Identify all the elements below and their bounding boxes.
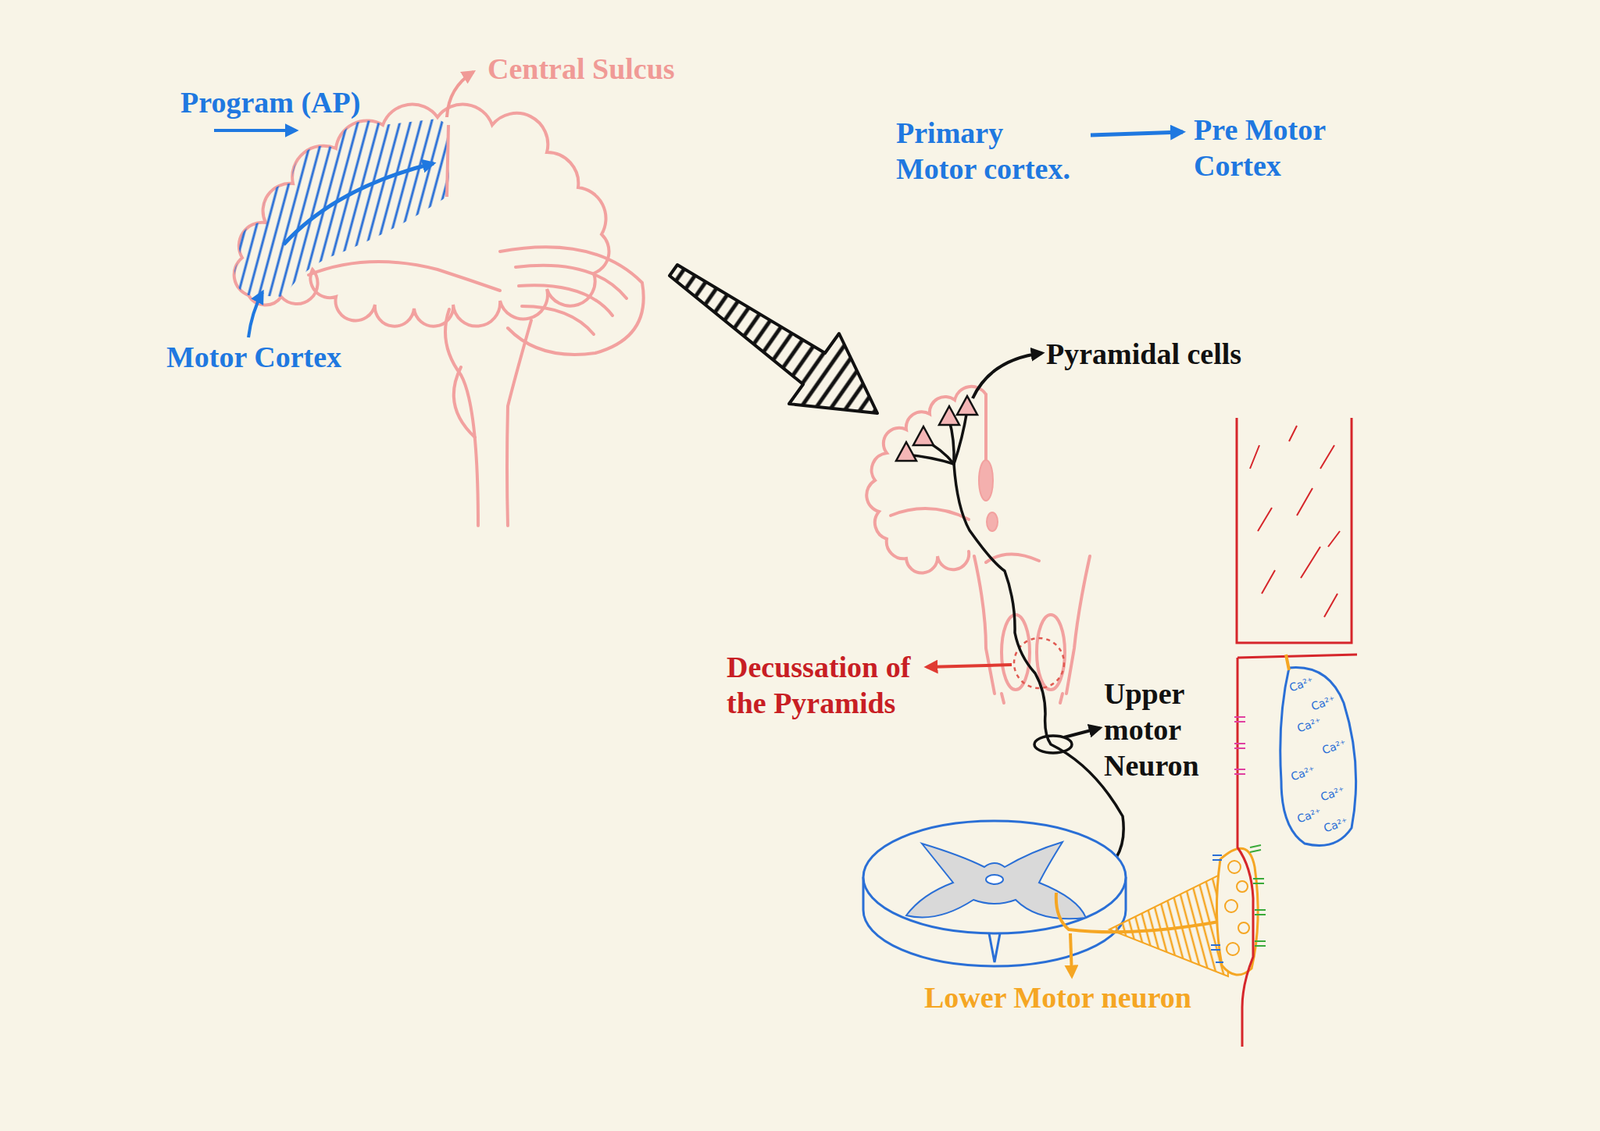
pointer-arrow [248,292,263,338]
brainstem-line [1001,693,1063,704]
ion-label: Ca²⁺ [1318,784,1347,804]
zoom-arrow [669,264,878,414]
receptor-marks [1250,845,1266,947]
vesicle [1228,860,1241,874]
gray-matter [906,842,1086,919]
pyramidal-cell [913,426,934,446]
nerve-terminal-cone [1109,873,1229,977]
muscle-outline [1237,654,1358,658]
ventricle [978,460,993,501]
channel-mark [1234,717,1246,775]
ion-label: Ca²⁺ [1320,737,1348,758]
callout-label: Motor Cortex [166,339,342,375]
brainstem-line [1066,556,1090,694]
central-canal [985,875,1004,885]
cerebrum-outline [234,104,610,327]
motor-cortex-hatch [234,109,461,305]
motor-end-plate [1216,848,1258,975]
hemisphere-outline [866,386,986,574]
ion-label: Ca²⁺ [1295,806,1323,826]
vesicle [1238,922,1250,934]
lateral-fissure [308,261,500,291]
anterior-fissure [989,933,1000,963]
pyramid [1036,614,1065,690]
axon-branch [949,420,954,465]
ion-label: Ca²⁺ [1309,693,1337,714]
pointer-arrow [1064,728,1100,738]
lower-motor-neuron-axon [1056,892,1219,933]
release-marks [1210,855,1224,963]
text-node: Primary Motor cortex. [896,114,1080,187]
callout-label: Upper motor Neuron [1103,675,1206,784]
fissure-line [890,508,969,520]
pointer-arrow [446,71,474,118]
text-node: Pre Motor Cortex [1193,111,1378,184]
pyramidal-cell [957,396,978,415]
callout-label: Pyramidal cells [1046,335,1242,372]
flow-arrow [1090,132,1183,136]
ion-label: Ca²⁺ [1295,715,1323,736]
muscle-striation [1250,425,1340,618]
brainstem-line [507,320,532,526]
receptor-mark [1250,845,1266,947]
ventricle [986,512,998,532]
ion-label: Ca²⁺ [1289,764,1317,784]
ion-label: Ca²⁺ [1321,815,1350,836]
callout-label: Central Sulcus [487,50,675,87]
muscle-outline [1236,417,1352,643]
vesicle [1236,881,1248,893]
callout-label: Program (AP) [180,84,361,121]
callout-label: Decussation of the Pyramids [726,649,926,722]
node-text: Pre Motor Cortex [1193,111,1378,184]
pointer-arrow [1070,933,1072,977]
ion-label: Ca²⁺ [1287,675,1315,695]
brainstem-line [445,309,479,526]
muscle-fiber [1236,417,1358,1047]
vesicle [1225,900,1238,913]
synaptic-vesicles [1225,860,1250,956]
pointer-arrow [972,353,1043,399]
release-mark [1210,855,1224,963]
central-sulcus-line [446,125,449,197]
pointer-arrow [214,128,297,133]
signal-arrow [283,163,434,245]
pointer-arrow [926,664,1012,668]
cerebellum-outline [500,246,644,355]
cord-top [863,821,1126,934]
node-text: Primary Motor cortex. [896,114,1080,187]
cerebellum-fold [518,285,613,316]
pons-line [453,367,475,438]
sarcoplasmic-reticulum [1280,667,1357,847]
pyramidal-cells [896,396,978,461]
callout-label: Lower Motor neuron [924,979,1192,1016]
vesicle [1226,942,1240,956]
channel-marks [1234,717,1246,775]
sagittal-brain [234,104,644,526]
brainstem-line [974,556,995,694]
t-tubule [1285,654,1290,671]
cerebellum-fold [515,265,627,299]
spinal-cord [863,821,1126,967]
